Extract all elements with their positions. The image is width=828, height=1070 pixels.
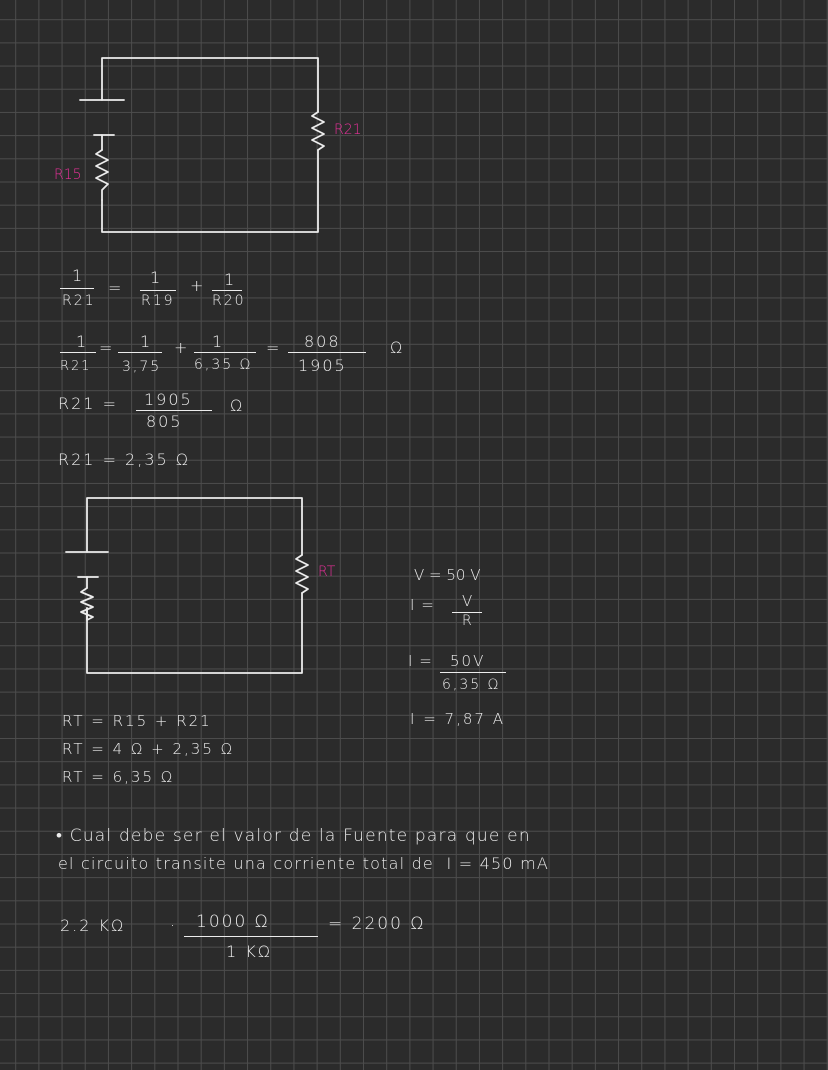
eq1-t1-num: 1 bbox=[150, 268, 163, 287]
eq2-eq2: = bbox=[266, 338, 282, 357]
eq1-eq: = bbox=[108, 278, 124, 297]
eq3-num: 1905 bbox=[144, 390, 193, 409]
eq3-lhs: R21 = bbox=[58, 394, 118, 413]
eq2-lhs-den: R21 bbox=[60, 359, 92, 374]
eq2-t2-den: 6,35 Ω bbox=[194, 357, 253, 373]
r15-label: R15 bbox=[54, 167, 82, 183]
rt-label: RT bbox=[318, 564, 336, 580]
conversion-lhs: 2.2 KΩ bbox=[60, 916, 126, 935]
eq2-unit: Ω bbox=[390, 338, 405, 357]
conversion-dot: · bbox=[170, 916, 178, 935]
eq4-result: R21 = 2,35 Ω bbox=[58, 450, 190, 469]
circuit-2-wire bbox=[86, 497, 303, 556]
eq1-lhs-num: 1 bbox=[72, 266, 85, 285]
eq2-lhs-num: 1 bbox=[76, 332, 89, 351]
resistor-rt-symbol bbox=[295, 554, 309, 594]
conversion-num: 1000 Ω bbox=[196, 912, 270, 932]
eq2-eq: = bbox=[99, 338, 115, 357]
ohm-i-lhs: I = bbox=[410, 596, 435, 614]
eq1-lhs-den: R21 bbox=[62, 293, 96, 309]
circuit-1-wire bbox=[101, 57, 319, 113]
r21-label: R21 bbox=[334, 122, 362, 138]
ohm-i2-num: 50V bbox=[450, 652, 486, 670]
eq2-t2-num: 1 bbox=[212, 332, 225, 351]
ohm-i-den: R bbox=[462, 613, 474, 629]
ohm-i2-lhs: I = bbox=[408, 652, 433, 670]
eq1-t2-den: R20 bbox=[212, 293, 246, 309]
eq3-den: 805 bbox=[146, 412, 183, 431]
eq2-res-num: 808 bbox=[304, 332, 341, 351]
conversion-rhs: = 2200 Ω bbox=[328, 914, 426, 934]
eq3-unit: Ω bbox=[230, 396, 245, 415]
question-line-2: el circuito transite una corriente total… bbox=[58, 854, 549, 873]
resistor-r15b-symbol bbox=[80, 587, 94, 621]
rt-line-1: RT = R15 + R21 bbox=[62, 712, 212, 730]
eq2-t1-num: 1 bbox=[140, 332, 153, 351]
question-line-1: • Cual debe ser el valor de la Fuente pa… bbox=[56, 826, 531, 846]
eq2-res-den: 1905 bbox=[298, 356, 347, 375]
ohm-v-line: V = 50 V bbox=[414, 566, 481, 584]
rt-line-2: RT = 4 Ω + 2,35 Ω bbox=[62, 740, 235, 758]
eq2-t1-den: 3,75 bbox=[122, 359, 162, 375]
eq1-plus: + bbox=[190, 276, 206, 295]
eq1-t1-den: R19 bbox=[141, 293, 175, 309]
resistor-r21-symbol bbox=[311, 111, 325, 151]
ohm-i2-den: 6,35 Ω bbox=[442, 677, 501, 693]
ohm-i3: I = 7,87 A bbox=[410, 710, 505, 728]
eq1-t2-num: 1 bbox=[224, 270, 237, 289]
rt-line-3: RT = 6,35 Ω bbox=[62, 768, 175, 786]
resistor-r15-symbol bbox=[95, 149, 109, 201]
ohm-i-num: V bbox=[462, 592, 475, 610]
conversion-den: 1 KΩ bbox=[226, 942, 272, 961]
eq2-plus: + bbox=[174, 338, 190, 357]
